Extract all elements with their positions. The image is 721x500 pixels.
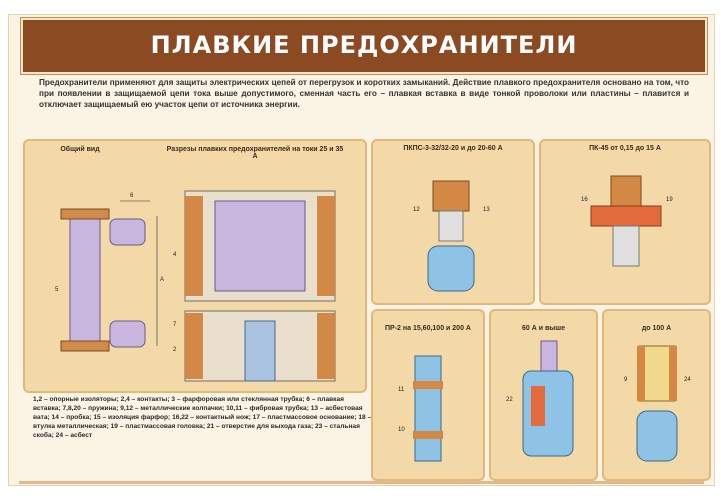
svg-text:19: 19: [666, 197, 673, 203]
legend-caption: 1,2 – опорные изоляторы; 2,4 – контакты;…: [33, 396, 372, 439]
svg-text:6: 6: [130, 193, 134, 199]
pr2-illustration: 11 10: [398, 355, 443, 462]
bottom-rule: [19, 481, 704, 484]
svg-text:13: 13: [483, 207, 490, 213]
title-banner: ПЛАВКИЕ ПРЕДОХРАНИТЕЛИ: [21, 18, 707, 74]
general-view-illustration: 6 А 5 4 7 2: [55, 190, 336, 382]
panel-ppts-title: ПКПС-3-32/32-20 и до 20-60 А: [403, 145, 503, 152]
intro-text: Предохранители применяют для защиты элек…: [39, 78, 689, 109]
svg-text:12: 12: [413, 207, 420, 213]
panel-100a: до 100 А 9 24: [602, 309, 711, 481]
pk45-illustration: 16 19: [581, 175, 673, 267]
svg-text:2: 2: [173, 347, 177, 353]
svg-text:7: 7: [173, 322, 177, 328]
svg-text:11: 11: [398, 387, 405, 393]
svg-text:16: 16: [581, 197, 588, 203]
poster: ПЛАВКИЕ ПРЕДОХРАНИТЕЛИ Предохранители пр…: [8, 14, 715, 486]
panel-sections-title: Разрезы плавких предохранителей на токи …: [166, 146, 344, 160]
page-title: ПЛАВКИЕ ПРЕДОХРАНИТЕЛИ: [150, 31, 578, 59]
svg-text:А: А: [160, 277, 164, 283]
panel-pr2: ПР-2 на 15,60,100 и 200 А 11 10: [371, 309, 485, 481]
panel-60a: 60 А и выше 22: [489, 309, 598, 481]
a60-illustration: 22: [506, 340, 574, 457]
svg-text:10: 10: [398, 427, 405, 433]
panel-general-title: Общий вид: [60, 146, 100, 153]
panel-general-view: Общий вид Разрезы плавких предохранителе…: [23, 139, 367, 393]
svg-text:22: 22: [506, 397, 513, 403]
svg-text:9: 9: [624, 377, 628, 383]
panel-pk45-title: ПК-45 от 0,15 до 15 А: [589, 145, 661, 152]
svg-text:4: 4: [173, 252, 177, 258]
panel-60a-title: 60 А и выше: [522, 325, 565, 332]
panel-pk45: ПК-45 от 0,15 до 15 А 16 19: [539, 139, 711, 305]
panel-ppts: ПКПС-3-32/32-20 и до 20-60 А 12 13: [371, 139, 535, 305]
svg-text:5: 5: [55, 287, 59, 293]
svg-text:24: 24: [684, 377, 691, 383]
panel-100a-title: до 100 А: [641, 325, 672, 332]
ppts-illustration: 12 13: [413, 180, 490, 292]
a100-illustration: 9 24: [624, 345, 691, 462]
panel-pr2-title: ПР-2 на 15,60,100 и 200 А: [385, 325, 471, 332]
